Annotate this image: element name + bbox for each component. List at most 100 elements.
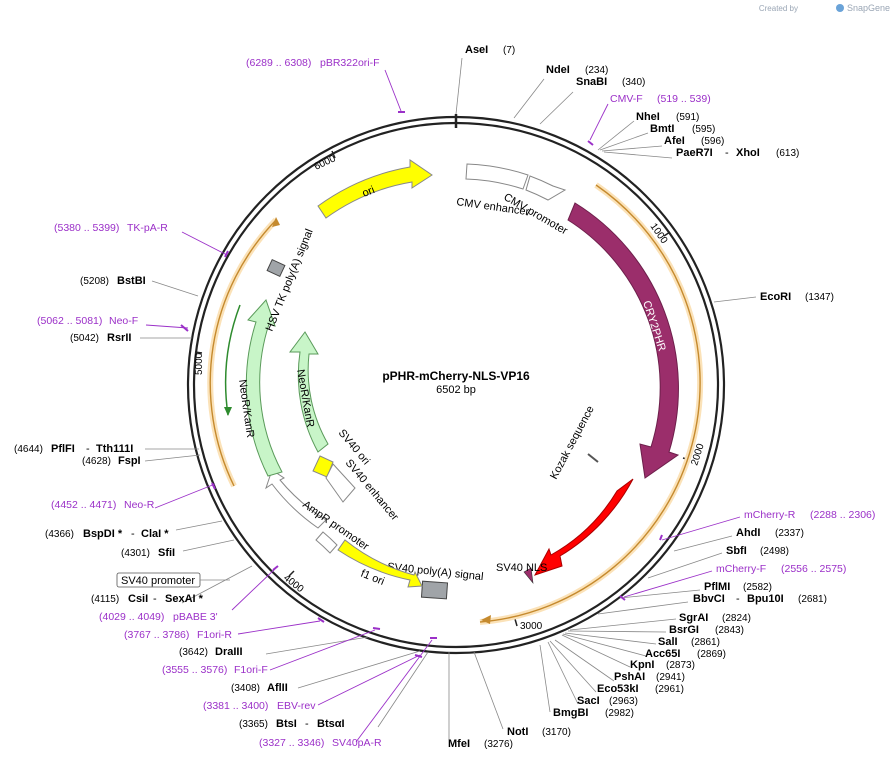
- site-ndeI: NdeI (234): [546, 64, 608, 76]
- svg-text:(234): (234): [585, 65, 608, 76]
- svg-text:3000: 3000: [520, 621, 543, 632]
- svg-text:(4115): (4115): [91, 594, 119, 605]
- mcherry-arrow: [533, 478, 634, 576]
- svg-text:(3767 .. 3786): (3767 .. 3786): [124, 629, 189, 641]
- ampr-promoter-arrow: [265, 469, 327, 529]
- svg-text:SfiI: SfiI: [158, 547, 175, 559]
- svg-text:mCherry-F: mCherry-F: [716, 563, 766, 575]
- primer-f1ori-f: (3555 .. 3576) F1ori-F: [162, 664, 268, 676]
- site-draIII: (3642) DraIII: [179, 646, 243, 658]
- ori-arrow: [317, 159, 433, 219]
- svg-text:XhoI: XhoI: [736, 147, 760, 159]
- svg-text:(3642): (3642): [179, 647, 208, 658]
- svg-text:(4452 .. 4471): (4452 .. 4471): [51, 499, 116, 511]
- svg-text:CMV-F: CMV-F: [610, 93, 643, 105]
- svg-text:(4628): (4628): [82, 456, 111, 467]
- site-bbvCI-bpu10I: BbvCI - Bpu10I (2681): [693, 593, 827, 605]
- svg-text:(1347): (1347): [805, 292, 834, 303]
- site-aflII: (3408) AflII: [231, 682, 288, 694]
- svg-text:-: -: [153, 593, 157, 605]
- svg-text:ClaI *: ClaI *: [141, 528, 169, 540]
- site-bmgBI: BmgBI (2982): [553, 707, 634, 719]
- svg-text:Tth111I: Tth111I: [96, 443, 133, 455]
- hsv-tk-box: [266, 258, 286, 278]
- svg-text:(5208): (5208): [80, 276, 109, 287]
- svg-text:(3555 .. 3576): (3555 .. 3576): [162, 664, 227, 676]
- svg-text:RsrII: RsrII: [107, 332, 131, 344]
- hsv-tk-label: HSV TK poly(A) signal: [264, 227, 316, 333]
- svg-text:NotI: NotI: [507, 726, 528, 738]
- svg-text:Acc65I: Acc65I: [645, 648, 680, 660]
- primer-cmv-f: CMV-F (519 .. 539): [610, 93, 711, 105]
- site-pflFI-tth111I: (4644) PflFI - Tth111I: [14, 443, 133, 455]
- svg-text:DraIII: DraIII: [215, 646, 243, 658]
- ampr-promoter-arrow-small: [315, 531, 338, 554]
- svg-text:(2582): (2582): [743, 582, 772, 593]
- site-aseI: AseI (7): [465, 44, 515, 56]
- svg-text:(591): (591): [676, 112, 699, 123]
- orf-line-neo: [224, 304, 241, 416]
- primer-pbr322ori-f: (6289 .. 6308) pBR322ori-F: [246, 57, 380, 69]
- site-kpnI: KpnI (2873): [630, 659, 695, 671]
- svg-text:SV40pA-R: SV40pA-R: [332, 737, 382, 749]
- snapgene-logo-icon: [836, 4, 844, 12]
- site-eco53kI: Eco53kI (2961): [597, 683, 684, 695]
- svg-text:(2963): (2963): [609, 696, 638, 707]
- svg-text:AflII: AflII: [267, 682, 288, 694]
- primer-pbabe-3: (4029 .. 4049) pBABE 3': [99, 611, 218, 623]
- svg-text:Eco53kI: Eco53kI: [597, 683, 639, 695]
- svg-text:F1ori-F: F1ori-F: [234, 664, 268, 676]
- site-rsrII: (5042) RsrII: [70, 332, 131, 344]
- svg-text:(2498): (2498): [760, 546, 789, 557]
- site-nheI: NheI (591): [636, 111, 699, 123]
- svg-text:(7): (7): [503, 45, 515, 56]
- site-bsrGI: BsrGI (2843): [669, 624, 744, 636]
- bp-tick-3000: 3000: [514, 618, 543, 632]
- svg-text:PaeR7I: PaeR7I: [676, 147, 713, 159]
- svg-text:(5062 .. 5081): (5062 .. 5081): [37, 315, 102, 327]
- neo-kan-inner-label: NeoR/KanR: [294, 368, 316, 428]
- svg-text:(3276): (3276): [484, 739, 513, 750]
- primer-neo-f: (5062 .. 5081) Neo-F: [37, 315, 138, 327]
- created-by-text: Created by: [759, 4, 798, 13]
- sv40-nls-marker: [523, 567, 534, 585]
- site-mfeI: MfeI (3276): [448, 738, 513, 750]
- site-salI: SalI (2861): [658, 636, 720, 648]
- sv40-promoter-label: SV40 promoter: [116, 572, 230, 588]
- svg-text:BmtI: BmtI: [650, 123, 674, 135]
- svg-text:SnaBI: SnaBI: [576, 76, 607, 88]
- orf-large-arrowhead: [481, 615, 491, 624]
- cry2phr-arrow: [567, 202, 680, 479]
- kozak-label: Kozak sequence: [548, 404, 597, 481]
- primer-marks: [180, 111, 663, 658]
- svg-text:(2824): (2824): [722, 613, 751, 624]
- svg-text:(3365): (3365): [239, 719, 268, 730]
- svg-text:SalI: SalI: [658, 636, 678, 648]
- sv40-nls-label: SV40 NLS: [496, 562, 547, 574]
- svg-text:5000: 5000: [194, 352, 205, 375]
- svg-text:(519 .. 539): (519 .. 539): [657, 93, 711, 105]
- plasmid-name: pPHR-mCherry-NLS-VP16: [382, 369, 530, 383]
- svg-text:(6289 .. 6308): (6289 .. 6308): [246, 57, 311, 69]
- primer-sv40pa-r: (3327 .. 3346) SV40pA-R: [259, 737, 382, 749]
- svg-text:SexAI *: SexAI *: [165, 593, 204, 605]
- svg-text:TK-pA-R: TK-pA-R: [127, 222, 168, 234]
- primer-mcherry-r: mCherry-R (2288 .. 2306): [744, 509, 875, 521]
- site-bspDI-claI: (4366) BspDI * - ClaI *: [45, 528, 169, 540]
- site-pflMI: PflMI (2582): [704, 581, 772, 593]
- site-ahdI: AhdI (2337): [736, 527, 804, 539]
- svg-text:MfeI: MfeI: [448, 738, 470, 750]
- svg-text:(613): (613): [776, 148, 799, 159]
- svg-text:(2861): (2861): [691, 637, 720, 648]
- svg-text:PshAI: PshAI: [614, 671, 645, 683]
- svg-text:PflMI: PflMI: [704, 581, 730, 593]
- site-sfiI: (4301) SfiI: [121, 547, 175, 559]
- snapgene-watermark: Created by SnapGene: [759, 3, 890, 13]
- neo-kan-inner-arrow: [289, 331, 329, 453]
- svg-text:BstBI: BstBI: [117, 275, 146, 287]
- svg-text:(2337): (2337): [775, 528, 804, 539]
- site-btsI-btsaI: (3365) BtsI - BtsαI: [239, 718, 345, 730]
- cmv-enhancer-arrow: [465, 163, 529, 190]
- brand-text: SnapGene: [847, 3, 890, 13]
